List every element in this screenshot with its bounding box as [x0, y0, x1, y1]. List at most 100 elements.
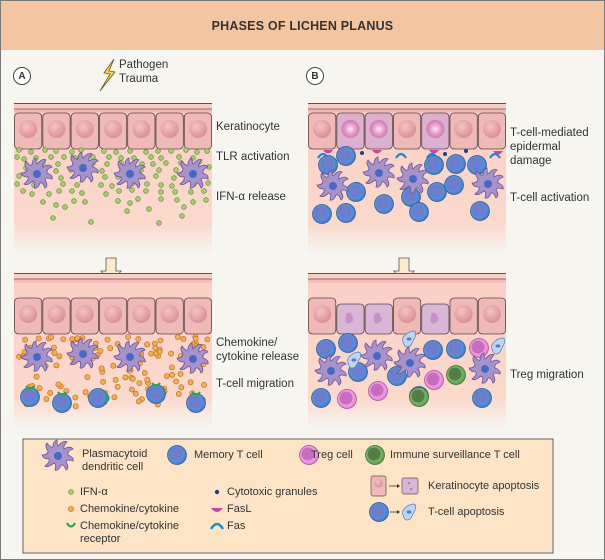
memory-t-cell: [446, 154, 466, 174]
ifn-alpha-particle: [124, 208, 130, 214]
keratinocyte-nucleus: [19, 305, 38, 323]
ifn-alpha-particle: [194, 149, 200, 155]
fas-receptor: [395, 152, 407, 159]
keratinocyte-nucleus: [104, 305, 123, 323]
memory-t-cell: [446, 339, 466, 359]
ifn-alpha-particle: [168, 148, 174, 154]
label-damage: damage: [510, 155, 552, 167]
chemokine-particle: [174, 334, 181, 340]
ifn-alpha-particle: [88, 219, 94, 225]
ifn-alpha-particle: [42, 147, 48, 153]
chemokine-particle: [135, 336, 142, 342]
chemokine-particle: [148, 350, 154, 357]
chemokine-particle: [144, 341, 151, 348]
memory-t-cell: [20, 387, 40, 407]
ifn-alpha-particle: [155, 148, 161, 154]
chemokine-particle: [125, 334, 131, 340]
memory-t-cell: [316, 339, 336, 359]
keratinocyte-nucleus: [160, 120, 179, 138]
ifn-alpha-particle: [21, 156, 27, 162]
ifn-alpha-particle: [48, 154, 54, 160]
chemokine-particle: [98, 365, 105, 372]
ifn-alpha-particle: [109, 183, 115, 189]
chemokine-particle: [72, 403, 79, 410]
chemokine-particle: [104, 336, 111, 343]
ifn-alpha-particle: [56, 188, 62, 194]
immune-surveillance-t-cell: [409, 387, 429, 407]
panel-b-bottom-keratinocyte-row: [308, 297, 506, 335]
chemokine-particle: [51, 349, 58, 356]
chemokine-particle: [84, 374, 91, 381]
keratinocyte-nucleus: [188, 305, 207, 323]
memory-t-cell: [312, 204, 332, 224]
legend-label-plasmacytoid: Plasmacytoid: [82, 448, 148, 460]
memory-t-cell: [374, 194, 394, 214]
ifn-alpha-particle: [174, 197, 180, 203]
fas-receptor: [489, 152, 501, 159]
chemokine-particle: [178, 384, 185, 391]
ifn-alpha-particle: [204, 148, 210, 154]
chemokine-particle: [204, 336, 211, 343]
legend-ifn-alpha-icon: [68, 489, 74, 495]
ifn-alpha-particle: [156, 167, 162, 173]
legend-label-chemokine-cytokine: Chemokine/cytokine: [80, 503, 180, 515]
label-ifn-alpha-release: IFN-α release: [216, 191, 286, 203]
keratinocyte-nucleus: [47, 305, 66, 323]
ifn-alpha-particle: [71, 198, 77, 204]
ifn-alpha-particle: [14, 181, 20, 187]
label-cytokine-release: cytokine release: [216, 351, 300, 363]
chemokine-particle: [60, 336, 67, 343]
chemokine-particle: [201, 381, 208, 388]
ifn-alpha-particle: [102, 174, 108, 180]
keratinocyte-nucleus: [188, 120, 207, 138]
chemokine-receptor: [25, 385, 35, 390]
keratinocyte-nucleus: [426, 120, 445, 138]
ifn-alpha-particle: [116, 188, 122, 194]
chemokine-particle: [36, 385, 43, 392]
ifn-alpha-particle: [46, 191, 52, 197]
chemokine-particle: [144, 376, 151, 383]
chemokine-particle: [114, 383, 121, 390]
trigger-trauma-label: Trauma: [119, 73, 159, 85]
ifn-alpha-particle: [158, 189, 164, 195]
legend-label-keratinocyte-apoptosis: Keratinocyte apoptosis: [428, 480, 540, 492]
memory-t-cell: [336, 146, 356, 166]
ifn-alpha-particle: [29, 191, 35, 197]
legend-t-cell-apoptosis-icon: [369, 502, 417, 522]
ifn-alpha-particle: [106, 154, 112, 160]
ifn-alpha-particle: [158, 182, 164, 188]
ifn-alpha-particle: [82, 199, 88, 205]
ifn-alpha-particle: [104, 161, 110, 167]
legend-label-fas: Fas: [227, 520, 246, 532]
lightning-bolt-icon: [99, 58, 116, 92]
chemokine-particle: [132, 390, 139, 397]
chemokine-particle: [128, 386, 135, 393]
memory-t-cell: [318, 155, 338, 175]
ifn-alpha-particle: [179, 213, 185, 219]
chemokine-particle: [122, 374, 129, 381]
ifn-alpha-particle: [99, 168, 105, 174]
ifn-alpha-particle: [148, 154, 154, 160]
chemokine-particle: [33, 373, 40, 380]
keratinocyte-nucleus: [47, 120, 66, 138]
fasl-marker: [429, 150, 439, 154]
keratinocyte-nucleus: [398, 120, 417, 138]
ifn-alpha-particle: [16, 173, 22, 179]
label-treg-migration: Treg migration: [510, 369, 584, 381]
keratinocyte-nucleus: [313, 120, 332, 138]
legend-label-t-cell-apoptosis: T-cell apoptosis: [428, 506, 505, 518]
chemokine-particle: [35, 335, 42, 342]
trigger-pathogen-label: Pathogen: [119, 59, 169, 71]
keratinocyte-nucleus: [454, 305, 473, 323]
ifn-alpha-particle: [172, 189, 178, 195]
memory-t-cell: [336, 203, 356, 223]
chemokine-particle: [55, 381, 62, 388]
memory-t-cell: [186, 393, 206, 413]
ifn-alpha-particle: [205, 180, 211, 186]
panel-b-badge: B: [306, 67, 324, 85]
legend-box: [22, 438, 554, 554]
chemokine-particle: [169, 371, 176, 378]
ifn-alpha-particle: [69, 188, 75, 194]
cytotoxic-granule: [443, 152, 447, 156]
